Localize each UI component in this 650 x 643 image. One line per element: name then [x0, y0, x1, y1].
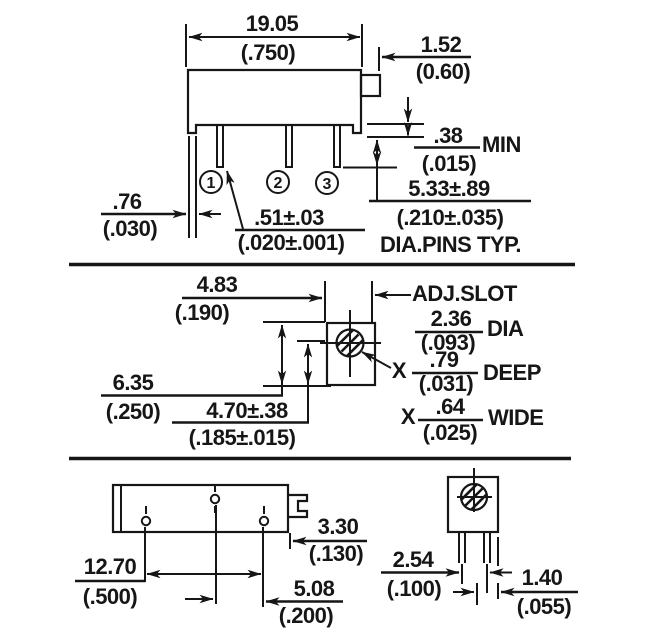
adj-slot-callout: ADJ.SLOT	[371, 281, 518, 322]
dim-tab-width-in: (0.60)	[416, 59, 471, 84]
pin-2-number: 2	[274, 175, 283, 192]
dim-slot-dia-in: (.093)	[421, 330, 476, 355]
dim-slot-dia-label: DIA	[487, 316, 524, 341]
dim-slot-wide-label: WIDE	[488, 405, 543, 430]
dim-slot-deep-label: DEEP	[483, 360, 541, 385]
dim-screw-center-in: (.185±.015)	[189, 425, 296, 450]
front-pins	[458, 532, 491, 563]
dim-slot-wide-mm: .64	[435, 394, 465, 419]
dim-slot-dia: 2.36 (.093) DIA	[415, 306, 525, 355]
dim-wall-mm: .76	[112, 189, 141, 214]
pin-2-circle	[266, 170, 290, 194]
dim-tab-width: 1.52 (0.60)	[378, 32, 471, 84]
dim-standoff-mm: .38	[433, 123, 462, 148]
slot-depth-leader	[361, 351, 392, 369]
dim-outer-pin-span-mm: 12.70	[84, 554, 137, 579]
dim-standoff: .38 (.015) MIN	[367, 97, 521, 176]
dim-pin-dia: .51±.03 (.020±.001)	[226, 170, 365, 255]
dim-wall-in: (.030)	[103, 216, 158, 241]
pin-1-circle	[199, 170, 223, 194]
dim-pin-width-in: (.055)	[517, 594, 572, 619]
dim-slot-deep: X .79 (.031) DEEP	[392, 347, 542, 396]
dim-tab-length-in: (.130)	[309, 541, 364, 566]
adj-slot-label: ADJ.SLOT	[412, 281, 518, 306]
top-view: 4.83 (.190) ADJ.SLOT 2.36	[101, 272, 544, 450]
dim-body-width-mm: 19.05	[246, 11, 299, 36]
pin-3-circle	[315, 171, 339, 195]
dim-slot-deep-in: (.031)	[419, 371, 474, 396]
front-view: 2.54 (.100) 1.40 (.055)	[381, 468, 578, 619]
dim-slot-offset: 4.83 (.190)	[175, 272, 326, 325]
dim-body-depth: 6.35 (.250) 4.70±.38 (.185±.015)	[101, 321, 331, 450]
pin-1	[216, 125, 224, 168]
dim-slot-wide-in: (.025)	[423, 420, 478, 445]
side-body-outline	[186, 68, 363, 135]
pin-3-number: 3	[323, 176, 332, 193]
dim-body-width: 19.05 (.750)	[185, 11, 363, 67]
dim-standoff-note: MIN	[482, 132, 521, 157]
dim-outer-pin-span-in: (.500)	[83, 584, 138, 609]
pin-2	[285, 125, 293, 168]
dim-pin-length-in: (.210±.035)	[397, 205, 504, 230]
adjustment-screw-top	[320, 310, 381, 377]
bottom-view: 12.70 (.500) 5.08 (.200) 3.30 (.130)	[75, 483, 367, 628]
dim-slot-offset-mm: 4.83	[197, 272, 238, 297]
front-ext-lines	[461, 537, 499, 605]
dim-pin-length: 5.33±.89 (.210±.035) DIA.PINS TYP.	[343, 139, 531, 257]
dim-tab-length: 3.30 (.130)	[289, 514, 367, 566]
dim-body-depth-in: (.250)	[106, 399, 161, 424]
dim-screw-center-mm: 4.70±.38	[206, 398, 288, 423]
dim-slot-deep-x: X	[392, 358, 407, 383]
dim-pin-width: 1.40 (.055)	[489, 565, 578, 619]
dim-pin-dia-mm: .51±.03	[254, 205, 324, 230]
dim-center-pin-offset: 5.08 (.200)	[185, 576, 343, 628]
dim-slot-dia-mm: 2.36	[431, 306, 472, 331]
dim-body-width-in: (.750)	[241, 40, 296, 65]
dim-body-depth-mm: 6.35	[113, 370, 154, 395]
pin-holes	[140, 484, 270, 527]
dim-pin-width-mm: 1.40	[522, 565, 563, 590]
dim-center-pin-offset-in: (.200)	[279, 603, 334, 628]
side-view: 1 2 3 19.05 (.750) 1.52 (0.60) .38 (.015…	[101, 11, 531, 257]
bottom-body-tab	[288, 493, 309, 519]
dim-outer-pin-span: 12.70 (.500)	[75, 554, 262, 609]
dim-pin-pitch-in: (.100)	[387, 576, 442, 601]
dim-slot-wide: X .64 (.025) WIDE	[401, 394, 544, 445]
bottom-body-outline	[111, 483, 290, 534]
dim-pin-length-mm: 5.33±.89	[408, 176, 490, 201]
dim-pin-pitch-mm: 2.54	[393, 547, 435, 572]
dim-tab-length-mm: 3.30	[318, 514, 359, 539]
dim-slot-wide-x: X	[401, 404, 416, 429]
dim-center-pin-offset-mm: 5.08	[294, 576, 335, 601]
dim-slot-offset-in: (.190)	[175, 300, 230, 325]
dim-pin-pitch: 2.54 (.100)	[381, 547, 475, 601]
pin-1-number: 1	[207, 175, 216, 192]
dim-pin-dia-in: (.020±.001)	[238, 230, 345, 255]
dim-standoff-in: (.015)	[422, 151, 477, 176]
dim-wall: .76 (.030)	[101, 136, 221, 241]
side-body-tab	[359, 73, 382, 98]
pin-note-label: DIA.PINS TYP.	[380, 232, 521, 257]
pin-3	[333, 125, 341, 168]
dim-slot-deep-mm: .79	[429, 347, 458, 372]
adjustment-screw-front	[457, 468, 492, 512]
dim-tab-width-mm: 1.52	[421, 32, 462, 57]
